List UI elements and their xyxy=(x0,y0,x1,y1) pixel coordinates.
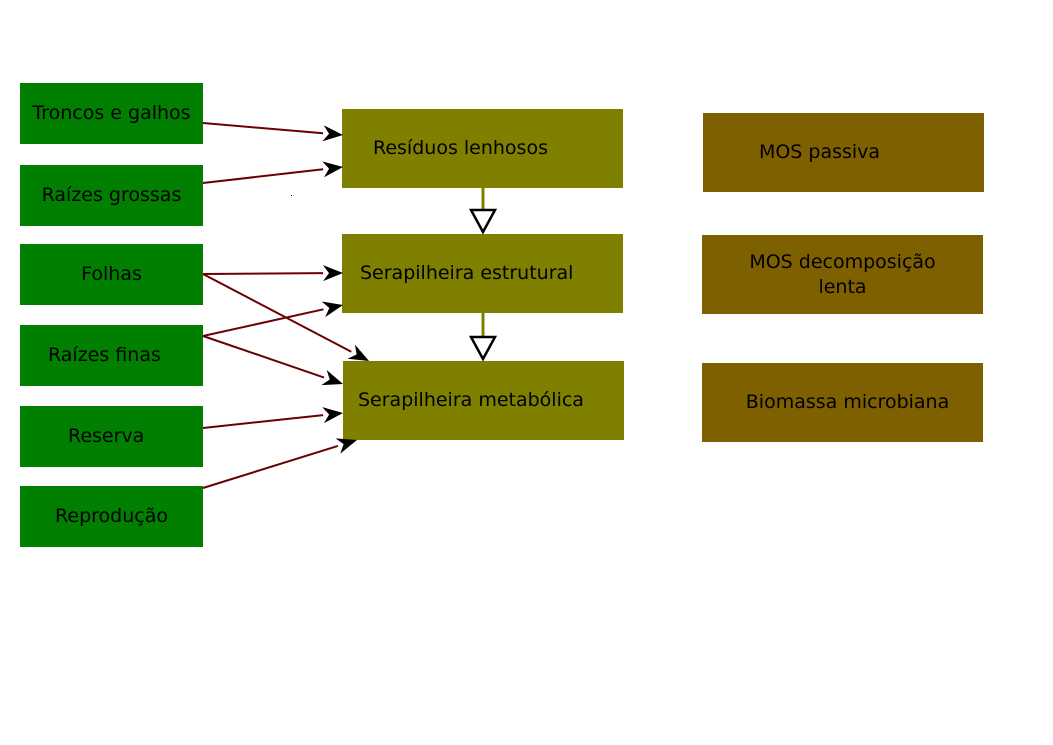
source-label: Folhas xyxy=(81,263,142,285)
litter-label: Serapilheira metabólica xyxy=(358,389,584,411)
source-box-reproducao: Reprodução xyxy=(20,486,203,547)
flow-line-troncos-to-residuos xyxy=(202,122,324,135)
flow-arrowhead xyxy=(322,407,343,424)
soil-label: MOS passiva xyxy=(758,141,881,163)
source-box-reserva: Reserva xyxy=(20,406,203,467)
soil-box-mos-decomposicao-lenta: MOS decomposição lenta xyxy=(702,235,983,314)
source-label: Raízes grossas xyxy=(41,184,182,206)
flow-line-raizes-finas-to-metabolica xyxy=(202,335,325,379)
source-box-raizes-grossas: Raízes grossas xyxy=(20,165,203,226)
source-label: Reprodução xyxy=(55,505,168,527)
source-label: Troncos e galhos xyxy=(32,102,191,124)
flow-arrowhead xyxy=(322,265,343,282)
source-label: Raízes finas xyxy=(48,344,161,366)
source-box-raizes-finas: Raízes finas xyxy=(20,325,203,386)
source-box-folhas: Folhas xyxy=(20,244,203,305)
flow-arrowhead xyxy=(322,161,343,178)
litter-label: Serapilheira estrutural xyxy=(360,262,574,284)
flow-arrows xyxy=(202,122,369,489)
transition-arrowhead xyxy=(468,335,498,362)
soil-box-biomassa-microbiana: Biomassa microbiana xyxy=(702,363,983,442)
litter-box-serapilheira-estrutural: Serapilheira estrutural xyxy=(342,234,623,313)
litter-box-serapilheira-metabolica: Serapilheira metabólica xyxy=(343,361,624,440)
flow-line-reproducao-to-metabolica xyxy=(202,444,339,489)
flow-line-folhas-to-estrutural xyxy=(202,272,324,275)
flow-arrowhead xyxy=(335,438,357,454)
soil-label: Biomassa microbiana xyxy=(745,391,950,413)
flow-arrowhead xyxy=(321,301,343,318)
flow-arrowhead xyxy=(321,369,343,386)
litter-box-residuos-lenhosos: Resíduos lenhosos xyxy=(342,109,623,188)
source-label: Reserva xyxy=(68,425,145,447)
soil-label: MOS decomposição lenta xyxy=(749,250,936,298)
soil-box-mos-passiva: MOS passiva xyxy=(703,113,984,192)
litter-label: Resíduos lenhosos xyxy=(373,137,548,159)
flow-line-raizes-grossas-to-residuos xyxy=(202,168,324,184)
flow-arrowhead xyxy=(347,344,369,361)
transition-arrows xyxy=(468,188,498,362)
flow-line-raizes-finas-to-estrutural xyxy=(202,308,324,337)
source-box-troncos-e-galhos: Troncos e galhos xyxy=(20,83,203,144)
transition-arrowhead xyxy=(468,208,498,235)
flow-line-folhas-to-metabolica xyxy=(202,273,352,353)
stray-dot xyxy=(291,195,292,196)
flow-arrowhead xyxy=(322,125,343,142)
flow-line-reserva-to-metabolica xyxy=(202,414,324,429)
